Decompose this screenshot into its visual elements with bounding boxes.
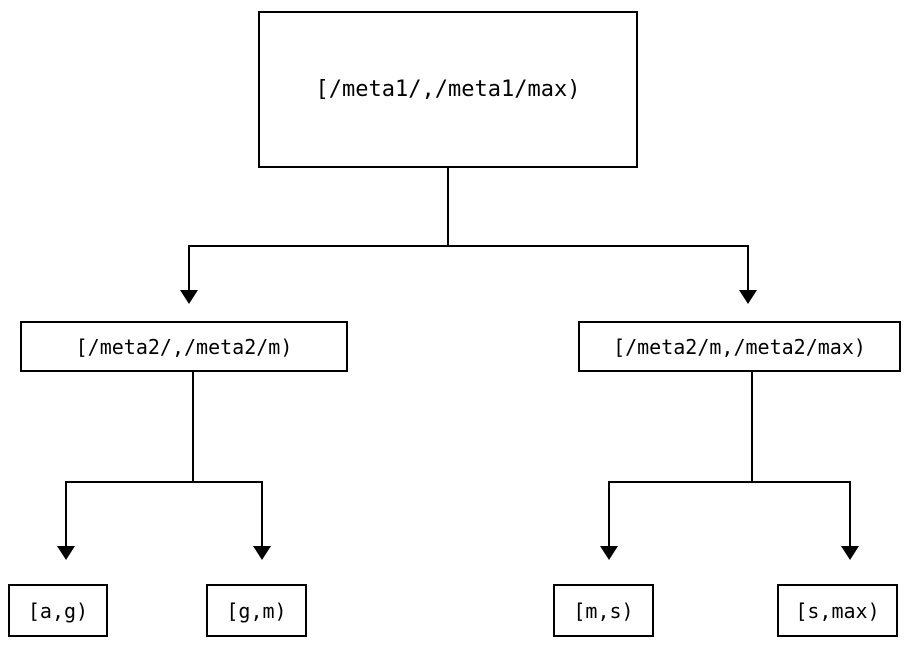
edge-right-leaf-bus <box>608 481 851 483</box>
edge-mid-left-stem <box>192 372 194 482</box>
edge-mid-right-stem <box>751 372 753 482</box>
node-leaf-2[interactable]: [g,m) <box>206 584 307 637</box>
arrowhead-leaf-1-icon <box>57 546 75 560</box>
node-leaf-4[interactable]: [s,max) <box>777 584 898 637</box>
arrowhead-leaf-4-icon <box>841 546 859 560</box>
node-mid-right[interactable]: [/meta2/m,/meta2/max) <box>578 321 901 372</box>
edge-mid-right-to-leaf-3 <box>608 481 610 547</box>
node-leaf-3[interactable]: [m,s) <box>553 584 654 637</box>
edge-left-leaf-bus <box>65 481 263 483</box>
node-leaf-1[interactable]: [a,g) <box>8 584 108 637</box>
node-mid-right-label: [/meta2/m,/meta2/max) <box>613 334 866 359</box>
node-leaf-2-label: [g,m) <box>226 598 287 623</box>
arrowhead-leaf-2-icon <box>253 546 271 560</box>
node-leaf-1-label: [a,g) <box>27 598 89 623</box>
node-root-label: [/meta1/,/meta1/max) <box>315 76 581 102</box>
node-leaf-3-label: [m,s) <box>573 598 634 623</box>
edge-level1-bus <box>188 245 749 247</box>
arrowhead-leaf-3-icon <box>600 546 618 560</box>
node-leaf-4-label: [s,max) <box>795 598 880 623</box>
node-mid-left[interactable]: [/meta2/,/meta2/m) <box>20 321 348 372</box>
node-mid-left-label: [/meta2/,/meta2/m) <box>75 334 293 359</box>
edge-root-to-mid-right <box>747 245 749 291</box>
edge-root-stem <box>447 168 449 246</box>
edge-mid-left-to-leaf-2 <box>261 481 263 547</box>
edge-root-to-mid-left <box>188 245 190 291</box>
arrowhead-root-to-mid-left-icon <box>180 290 198 304</box>
arrowhead-root-to-mid-right-icon <box>739 290 757 304</box>
edge-mid-left-to-leaf-1 <box>65 481 67 547</box>
node-root[interactable]: [/meta1/,/meta1/max) <box>258 11 638 168</box>
edge-mid-right-to-leaf-4 <box>849 481 851 547</box>
